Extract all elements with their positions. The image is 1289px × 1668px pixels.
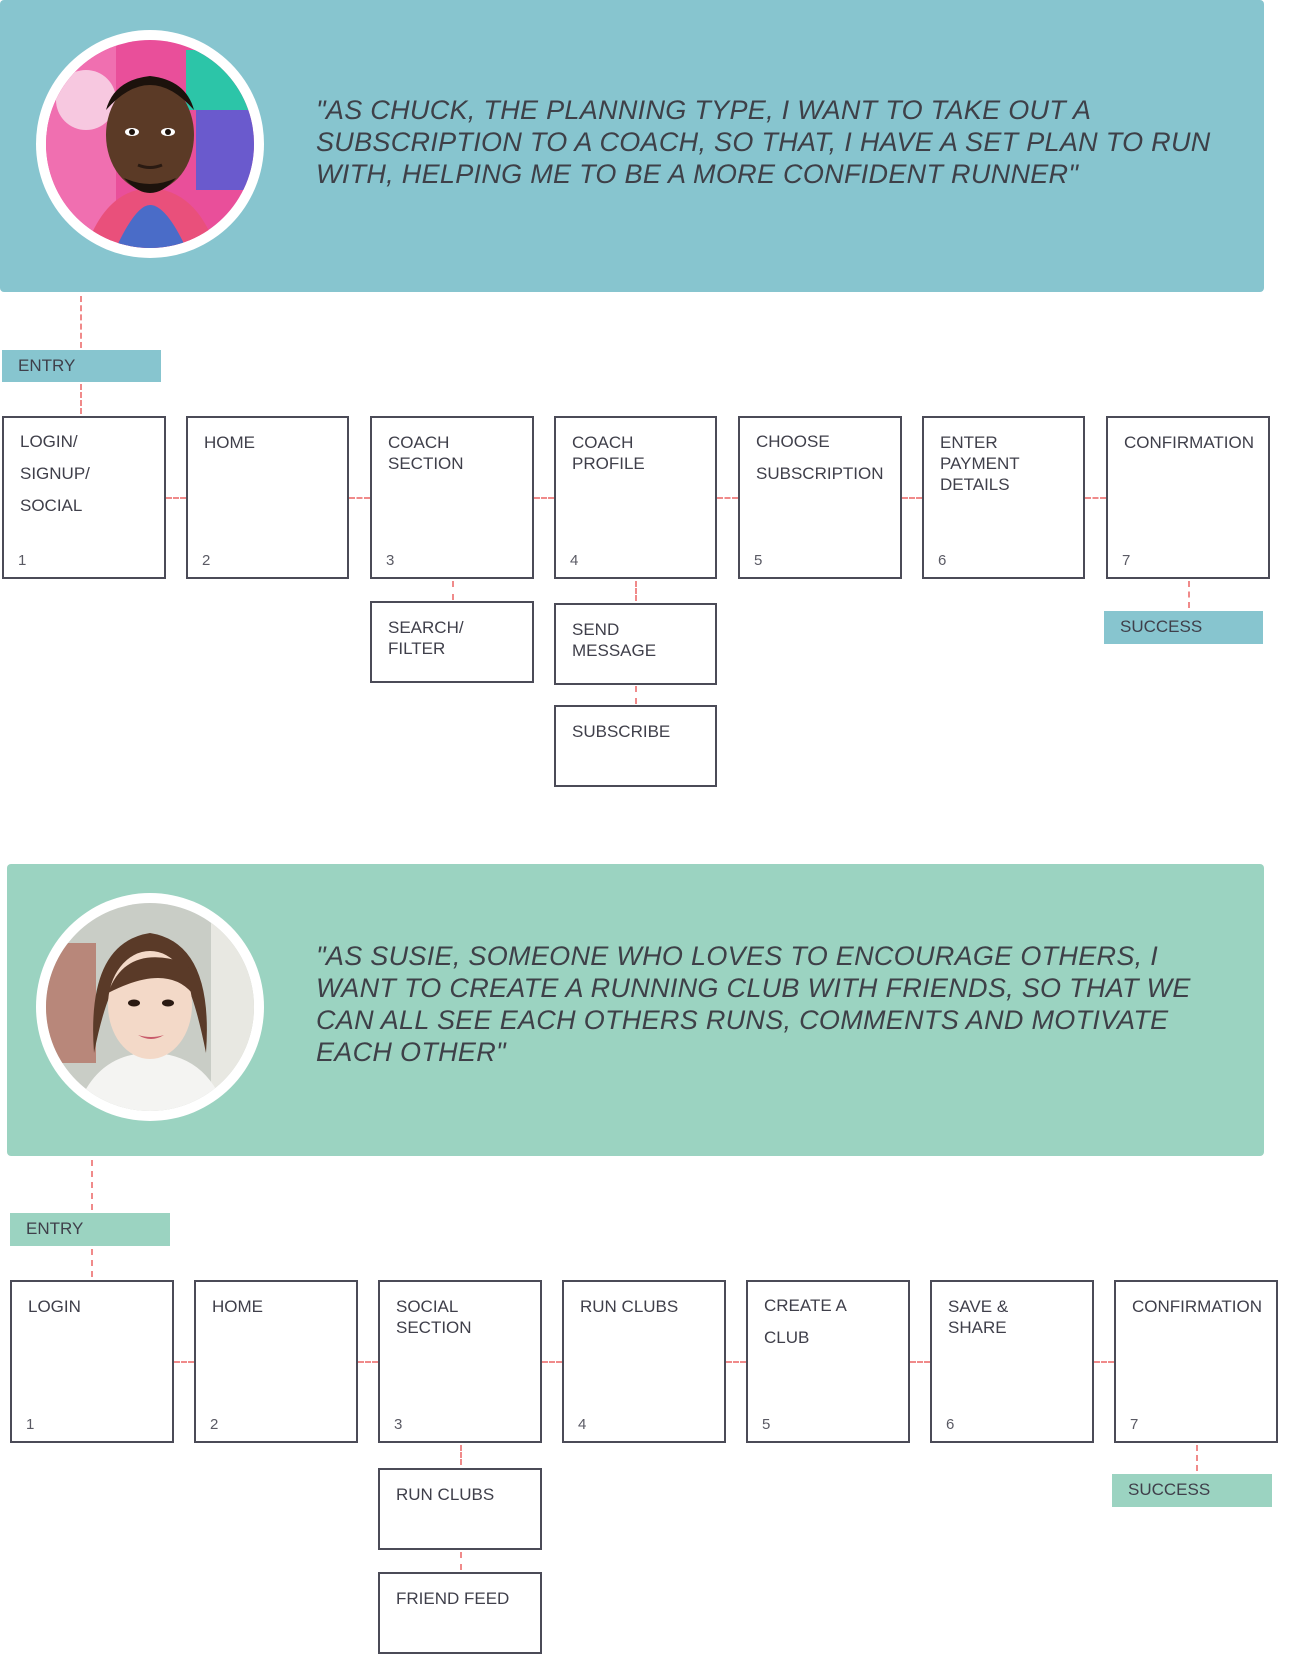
- avatar-susie: [36, 893, 264, 1121]
- flow-step-login: LOGIN 1: [10, 1280, 174, 1443]
- connector-entry-step1: [80, 384, 82, 414]
- flow-step-run-clubs: RUN CLUBS 4: [562, 1280, 726, 1443]
- connector-message-subscribe: [635, 686, 637, 704]
- connector-5-6: [902, 497, 922, 499]
- success-tag: SUCCESS: [1104, 611, 1263, 644]
- connector-social-runclubs: [460, 1445, 462, 1465]
- flow-step-create-a-club: CREATE A CLUB 5: [746, 1280, 910, 1443]
- flow-step-home: HOME 2: [186, 416, 349, 579]
- connector-4-5: [717, 497, 738, 499]
- flow-step-choose-subscription: CHOOSE SUBSCRIPTION 5: [738, 416, 902, 579]
- connector-2-6-7: [1094, 1361, 1114, 1363]
- connector-7-success-2: [1196, 1445, 1198, 1471]
- flow-step-coach-profile: COACH PROFILE 4: [554, 416, 717, 579]
- connector-6-7: [1085, 497, 1106, 499]
- connector-banner-entry-2: [91, 1160, 93, 1210]
- flow-substep-subscribe: SUBSCRIBE: [554, 705, 717, 787]
- flow-step-confirmation: CONFIRMATION 7: [1106, 416, 1270, 579]
- connector-2-3: [349, 497, 370, 499]
- connector-runclubs-friendfeed: [460, 1552, 462, 1570]
- connector-2-5-6: [910, 1361, 930, 1363]
- persona-quote-chuck: "AS CHUCK, THE PLANNING TYPE, I WANT TO …: [316, 95, 1211, 189]
- avatar-chuck: [36, 30, 264, 258]
- connector-7-success: [1188, 581, 1190, 608]
- success-tag-2: SUCCESS: [1112, 1474, 1272, 1507]
- persona-quote-susie: "AS SUSIE, SOMEONE WHO LOVES TO ENCOURAG…: [316, 941, 1191, 1067]
- flow-step-enter-payment-details: ENTER PAYMENT DETAILS 6: [922, 416, 1085, 579]
- connector-3-search: [452, 581, 454, 600]
- connector-entry-step1-2: [91, 1249, 93, 1277]
- flow-substep-send-message: SEND MESSAGE: [554, 603, 717, 685]
- flow-step-save-share: SAVE & SHARE 6: [930, 1280, 1094, 1443]
- flow-step-home-2: HOME 2: [194, 1280, 358, 1443]
- connector-3-4: [534, 497, 554, 499]
- connector-2-4-5: [726, 1361, 746, 1363]
- connector-1-2: [166, 497, 186, 499]
- flow-step-social-section: SOCIAL SECTION 3: [378, 1280, 542, 1443]
- flow-step-login-signup-social: LOGIN/ SIGNUP/ SOCIAL 1: [2, 416, 166, 579]
- flow-step-coach-section: COACH SECTION 3: [370, 416, 534, 579]
- flow-step-confirmation-2: CONFIRMATION 7: [1114, 1280, 1278, 1443]
- portrait-susie: [46, 903, 254, 1111]
- portrait-chuck: [46, 40, 254, 248]
- connector-banner-entry: [80, 296, 82, 348]
- connector-2-1-2: [174, 1361, 194, 1363]
- flow-substep-run-clubs: RUN CLUBS: [378, 1468, 542, 1550]
- connector-2-3-4: [542, 1361, 562, 1363]
- entry-tag-2: ENTRY: [10, 1213, 170, 1246]
- entry-tag: ENTRY: [2, 350, 161, 382]
- connector-2-2-3: [358, 1361, 378, 1363]
- connector-4-message: [635, 581, 637, 601]
- flow-substep-friend-feed: FRIEND FEED: [378, 1572, 542, 1654]
- flow-substep-search-filter: SEARCH/ FILTER: [370, 601, 534, 683]
